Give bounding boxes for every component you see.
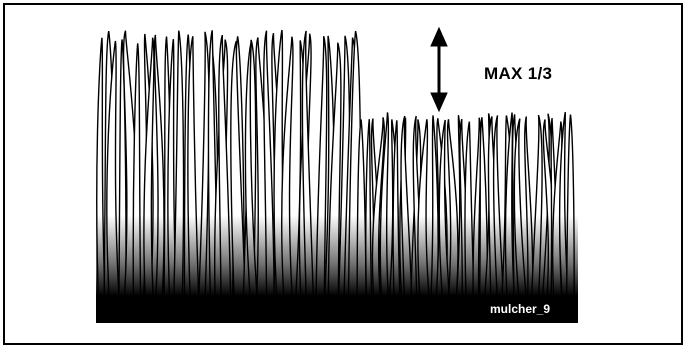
figure-code: mulcher_9: [490, 302, 550, 316]
double-arrow-icon: [431, 28, 447, 111]
max-cut-label: MAX 1/3: [484, 64, 552, 84]
